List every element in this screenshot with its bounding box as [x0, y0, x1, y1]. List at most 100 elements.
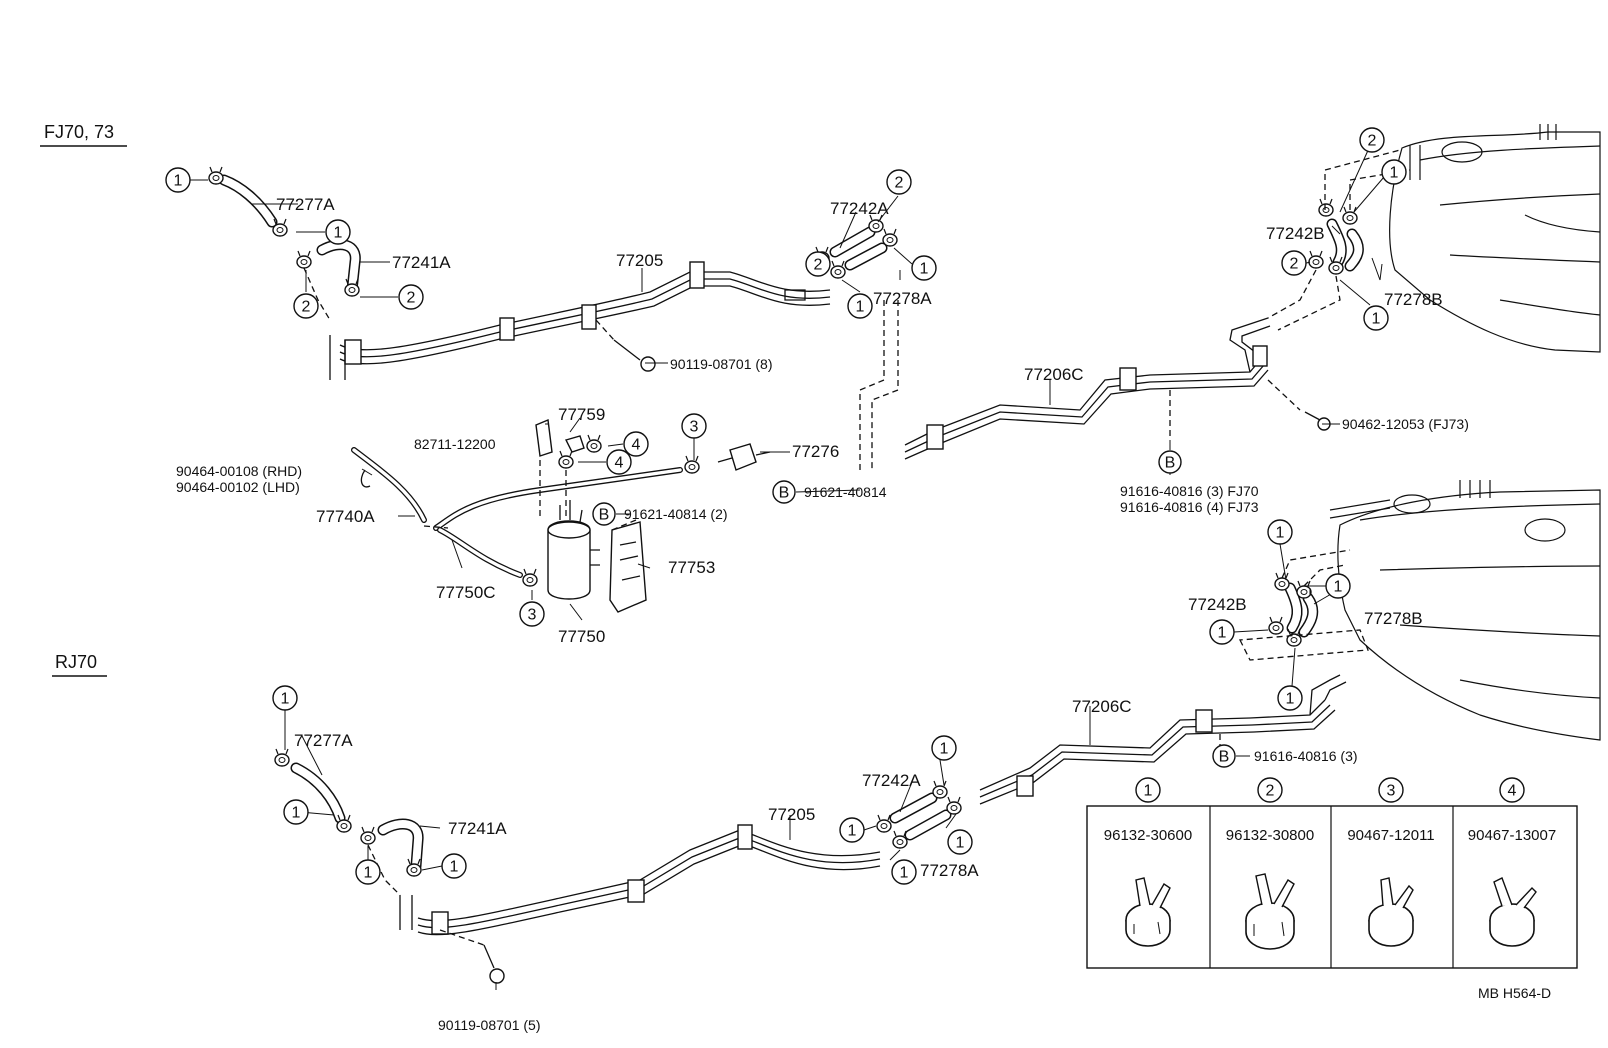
- svg-text:1: 1: [1390, 165, 1399, 182]
- svg-text:4: 4: [632, 437, 641, 454]
- svg-text:1: 1: [1334, 579, 1343, 596]
- hose-77242a-upper: [814, 214, 898, 279]
- label-clip-lhd: 90464-00102 (LHD): [176, 479, 300, 495]
- label-clip-90462: 90462-12053 (FJ73): [1342, 416, 1469, 432]
- dash-bolt-lower: [439, 929, 485, 946]
- bolt-90119-lower: [483, 944, 505, 984]
- label-77759: 77759: [558, 405, 605, 424]
- legend-part-3: 90467-12011: [1347, 827, 1434, 844]
- svg-text:1: 1: [364, 865, 373, 882]
- svg-text:B: B: [599, 507, 610, 524]
- label-77277a-upper: 77277A: [276, 195, 335, 214]
- part-77759: [558, 434, 602, 469]
- label-77276: 77276: [792, 442, 839, 461]
- svg-text:4: 4: [615, 455, 624, 472]
- svg-text:1: 1: [956, 835, 965, 852]
- svg-text:2: 2: [407, 290, 416, 307]
- fuel-pipe-77205-lower: [399, 824, 881, 936]
- svg-text:1: 1: [334, 225, 343, 242]
- label-bolt-b-fj70: 91616-40816 (3) FJ70: [1120, 483, 1259, 499]
- label-77241a-lower: 77241A: [448, 819, 507, 838]
- svg-text:1: 1: [848, 823, 857, 840]
- fuel-pipe-77206c-upper: [904, 317, 1271, 460]
- label-77278b-lower: 77278B: [1364, 609, 1423, 628]
- legend-index-1: 1: [1144, 783, 1153, 800]
- hose-77242b-upper: [1308, 198, 1364, 275]
- clamp-icon-3: [1368, 877, 1414, 947]
- label-77242a-lower: 77242A: [862, 771, 921, 790]
- label-77740a: 77740A: [316, 507, 375, 526]
- clamp-icon-4: [1489, 877, 1537, 947]
- clamp-icon-2: [1245, 873, 1295, 950]
- svg-text:1: 1: [1218, 625, 1227, 642]
- svg-text:2: 2: [895, 175, 904, 192]
- label-77277a-lower: 77277A: [294, 731, 353, 750]
- svg-text:1: 1: [292, 805, 301, 822]
- b-callouts: B B B B: [592, 450, 1236, 768]
- label-bolt-90119-lower: 90119-08701 (5): [438, 1017, 540, 1033]
- dash-77740a: [423, 525, 449, 529]
- label-bolt-b-fj73: 91616-40816 (4) FJ73: [1120, 499, 1259, 515]
- label-77206c-lower: 77206C: [1072, 697, 1132, 716]
- legend-part-2: 96132-30800: [1226, 827, 1314, 844]
- label-bolt-90119-upper: 90119-08701 (8): [670, 356, 772, 372]
- fuel-tank-upper: [1389, 124, 1601, 353]
- fuel-tank-lower: [1329, 480, 1601, 741]
- dash-upper-left: [303, 267, 331, 321]
- svg-text:1: 1: [920, 261, 929, 278]
- bolt-90119-upper: [613, 339, 656, 372]
- label-bolt-b-valve: 91621-40814: [804, 484, 887, 500]
- lower-part-labels: 77277A 77241A 90119-08701 (5) 77205 7724…: [294, 595, 1423, 1033]
- svg-text:3: 3: [528, 607, 537, 624]
- svg-text:2: 2: [1368, 133, 1377, 150]
- dash-lower-left: [367, 844, 401, 896]
- dash-90462: [1267, 379, 1301, 411]
- bracket-77753: [609, 521, 647, 613]
- part-82711-12200: [535, 418, 553, 457]
- label-77278a-lower: 77278A: [920, 861, 979, 880]
- svg-text:1: 1: [1276, 525, 1285, 542]
- label-82711: 82711-12200: [414, 436, 496, 452]
- clip-90464: [360, 469, 371, 488]
- legend-index-3: 3: [1387, 783, 1396, 800]
- clamp-callouts: 1 1 2 2 2 2 1 1 2 1 2 1 4 4 3 3 1 1 1 1 …: [165, 127, 1407, 885]
- label-77205-upper: 77205: [616, 251, 663, 270]
- label-77242b-upper: 77242B: [1266, 224, 1325, 243]
- label-77206c-upper: 77206C: [1024, 365, 1084, 384]
- dash-upper-center: [859, 300, 899, 470]
- label-77278b-upper: 77278B: [1384, 290, 1443, 309]
- label-77750: 77750: [558, 627, 605, 646]
- label-bolt-b-lower: 91616-40816 (3): [1254, 748, 1358, 764]
- svg-text:1: 1: [940, 741, 949, 758]
- dash-canister: [539, 460, 567, 520]
- svg-text:B: B: [1219, 749, 1230, 766]
- svg-text:1: 1: [1286, 691, 1295, 708]
- clip-90462: [1304, 411, 1331, 431]
- label-77278a-upper: 77278A: [873, 289, 932, 308]
- svg-text:B: B: [779, 485, 790, 502]
- hose-77241a-upper: [296, 239, 361, 297]
- upper-part-labels: 77277A 77241A 77205 77242A 77278A 90119-…: [176, 195, 1469, 646]
- svg-text:1: 1: [1372, 311, 1381, 328]
- label-bolt-b-canister: 91621-40814 (2): [624, 506, 728, 522]
- hose-77277a-lower: [274, 748, 352, 833]
- label-clip-rhd: 90464-00108 (RHD): [176, 463, 302, 479]
- svg-text:2: 2: [302, 299, 311, 316]
- section-title-fj70: FJ70, 73: [44, 122, 114, 142]
- dash-upper-right: [1267, 149, 1411, 331]
- dash-lower-right: [1238, 549, 1369, 661]
- svg-text:3: 3: [690, 419, 699, 436]
- section-title-rj70: RJ70: [55, 652, 97, 672]
- label-77750c: 77750C: [436, 583, 496, 602]
- legend-index-4: 4: [1508, 783, 1517, 800]
- legend-part-4: 90467-13007: [1468, 827, 1556, 844]
- hose-77277a-upper: [208, 166, 288, 237]
- clamp-legend: 1 2 3 4 96132-30600 96132-30800 90467-12…: [1086, 777, 1578, 969]
- svg-text:2: 2: [814, 257, 823, 274]
- svg-text:B: B: [1165, 455, 1176, 472]
- hose-77242b-lower: [1268, 572, 1319, 647]
- svg-text:1: 1: [281, 691, 290, 708]
- dash-bracket: [611, 519, 637, 531]
- hose-77740a: [351, 447, 427, 523]
